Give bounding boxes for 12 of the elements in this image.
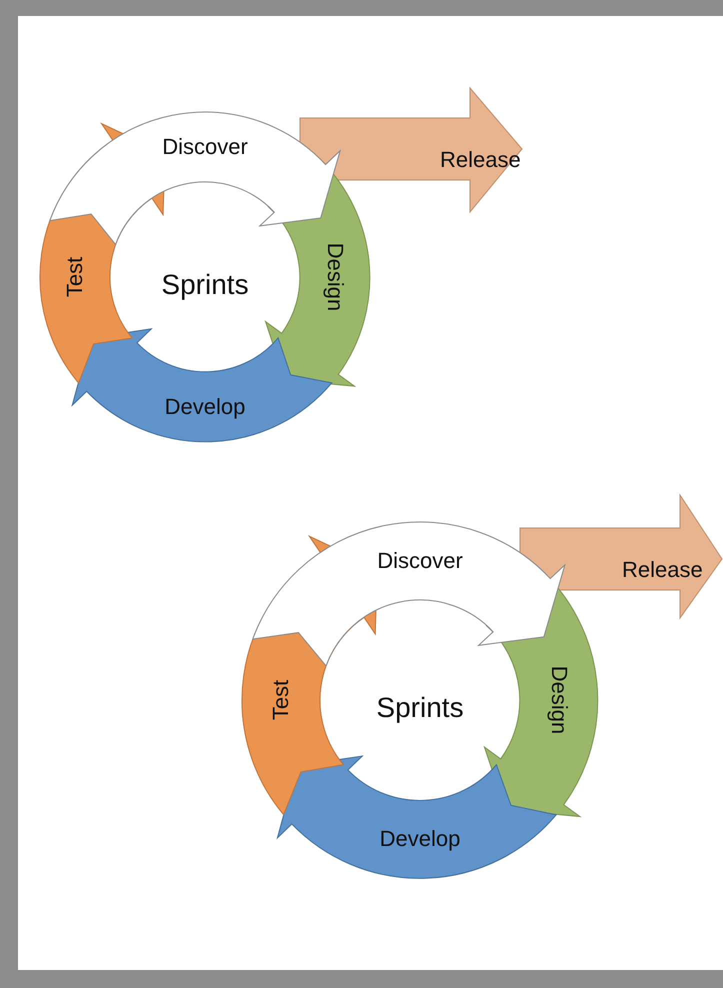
stage-label: Design <box>324 242 346 312</box>
stage-label: Release <box>622 559 703 581</box>
stage-label: Develop <box>380 828 460 850</box>
stage-label: Test <box>270 680 292 720</box>
stage-label: Design <box>548 666 570 734</box>
stage-label: Develop <box>164 396 246 418</box>
stage-label: Release <box>440 149 521 171</box>
stage-label: Test <box>64 256 86 298</box>
stage-label: Discover <box>377 550 463 572</box>
stage-label: Discover <box>162 136 248 158</box>
center-label: Sprints <box>376 694 464 722</box>
center-label: Sprints <box>161 271 249 299</box>
